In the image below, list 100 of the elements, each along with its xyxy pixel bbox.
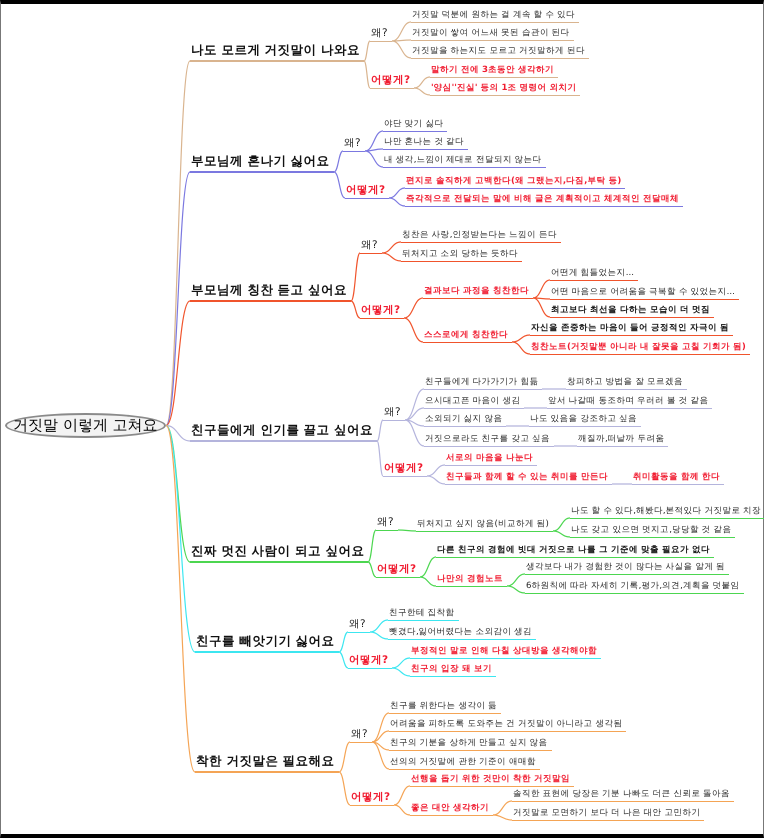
subtopic-label: 다른 친구의 경험에 빗대 거짓으로 나를 그 기준에 맞출 필요가 없다 [436,544,714,558]
subtopic-label: 결과보다 과정을 칭찬한다 [423,285,533,299]
topic-label: 착한 거짓말은 필요해요 [195,753,339,773]
subtopic-label: 앞서 나갈때 동조하며 우러러 볼 것 같음 [547,395,712,409]
subtopic-label: 거짓말 덕분에 원하는 걸 계속 할 수 있다 [411,9,580,23]
branch-line [554,445,577,447]
subtopic-label: 친구를 위한다는 생각이 듦 [389,700,502,714]
subtopic-label: 소외되기 싫지 않음 [424,413,506,427]
branch-label: 왜? [350,727,372,743]
branch-line [404,419,424,447]
branch-label: 왜? [376,515,398,531]
branch-label: 어떻게? [348,653,392,669]
branch-line [392,21,412,42]
branch-line [392,39,411,42]
subtopic-label: 칭찬은 사랑,인정받는다는 느낌이 든다 [401,229,561,243]
branch-line [372,741,390,770]
branch-line [165,60,191,426]
subtopic-label: 나도 있음을 강조하고 싶음 [529,413,642,427]
topic-label: 진짜 멋진 사람이 되고 싶어요 [190,543,368,563]
branch-line [165,172,191,426]
branch-label: 왜? [370,26,392,42]
branch-line [404,388,424,421]
branch-line [166,424,190,442]
branch-line [350,300,360,319]
subtopic-label: 뒤처지고 소외 당하는 듯하다 [401,248,522,262]
branch-line [338,771,350,806]
subtopic-label: 뒤처지고 싶지 않음(비교하게 됨) [416,518,553,532]
branch-line [166,425,190,562]
subtopic-label: 깨질까,떠날까 두려움 [577,433,668,447]
branch-line [334,171,346,199]
branch-line [338,741,350,773]
subtopic-label: 친구들에게 다가가기가 힘듦 [424,376,542,390]
branch-label: 어떻게? [345,183,390,199]
branch-line [532,279,550,299]
branch-line [506,585,526,594]
branch-line [166,300,190,426]
branch-line [334,150,344,173]
branch-line [420,576,436,587]
subtopic-label: 친구한테 집착함 [388,607,459,621]
subtopic-label: 친구의 입장 돼 보기 [410,663,496,677]
branch-line [388,197,406,207]
branch-line [512,341,530,355]
topic-label: 나도 모르게 거짓말이 나와요 [190,42,364,62]
branch-label: 어떻게? [360,303,404,319]
subtopic-label: 나만 혼나는 것 같다 [383,136,468,150]
subtopic-label: 어떤 마음으로 어려움을 극복할 수 있었는지... [550,286,739,300]
subtopic-label: 선행을 돕기 위한 것만이 착한 거짓말임 [410,773,574,787]
branch-line [388,187,406,199]
branch-line [338,651,348,669]
branch-line [364,60,370,88]
branch-line [382,252,402,262]
branch-line [382,241,402,254]
subtopic-label: 스스로에게 칭찬한다 [423,329,512,343]
branch-line [404,407,424,421]
subtopic-label: 거짓으로라도 친구를 갖고 싶음 [424,433,554,447]
subtopic-label: 부정적인 말로 인해 다칠 상대방을 생각해야함 [410,645,601,659]
branch-line [364,148,384,152]
branch-line [372,730,390,743]
branch-label: 어떻게? [370,73,414,89]
subtopic-label: 어떤게 힘들었는지... [550,267,638,281]
branch-line [392,657,410,669]
subtopic-label: 6하원칙에 따라 자세히 기록,평가,의견,계획을 덧붙임 [525,580,744,594]
branch-line [370,631,388,640]
branch-line [404,419,424,427]
branch-line [552,517,570,532]
branch-label: 왜? [348,617,370,633]
branch-line [532,297,550,318]
branch-line [404,317,424,343]
branch-line [368,530,376,562]
subtopic-label: 으시대고픈 마음이 생김 [424,395,524,409]
branch-line [542,388,566,390]
branch-line [414,76,430,89]
branch-line [376,420,384,442]
branch-line [166,425,196,652]
subtopic-label: 창피하고 방법을 잘 모르겠음 [566,376,688,390]
branch-line [492,800,512,816]
subtopic-label: 즉각적으로 전달되는 말에 비해 글은 계획적이고 체계적인 전달매체 [405,193,683,207]
branch-line [394,804,410,816]
subtopic-label: 편지로 솔직하게 고백한다(왜 그랬는지,다짐,부탁 등) [405,175,626,189]
subtopic-label: 자신을 존중하는 마음이 들어 긍정적인 자극이 됨 [530,322,733,336]
branch-label: 어떻게? [383,461,428,477]
branch-line [370,619,388,633]
subtopic-label: 나도 할 수 있다,해봤다,본적있다 거짓말로 치장 [570,505,764,519]
branch-line [350,252,360,302]
subtopic-label: 말하기 전에 3초동안 생각하기 [430,64,558,78]
subtopic-label: 솔직한 표현에 당장은 기분 나빠도 더큰 신뢰로 돌아옴 [512,788,734,802]
branch-line [165,425,196,772]
central-topic-ellipse: 거짓말 이렇게 고쳐요 [5,413,166,438]
branch-label: 왜? [383,405,405,421]
branch-line [394,785,410,806]
branch-label: 왜? [343,136,365,152]
branch-label: 왜? [360,238,382,254]
branch-line [398,529,416,532]
subtopic-label: 거짓말이 쌓여 어느새 못된 습관이 된다 [411,27,574,41]
branch-line [426,475,446,485]
topic-label: 친구를 빼앗기기 싫어요 [195,633,339,653]
branch-line [368,561,376,578]
subtopic-label: 나만의 경험노트 [436,573,507,587]
subtopic-label: 거짓말을 하는지도 모르고 거짓말하게 된다 [411,45,589,59]
branch-line [376,440,384,476]
